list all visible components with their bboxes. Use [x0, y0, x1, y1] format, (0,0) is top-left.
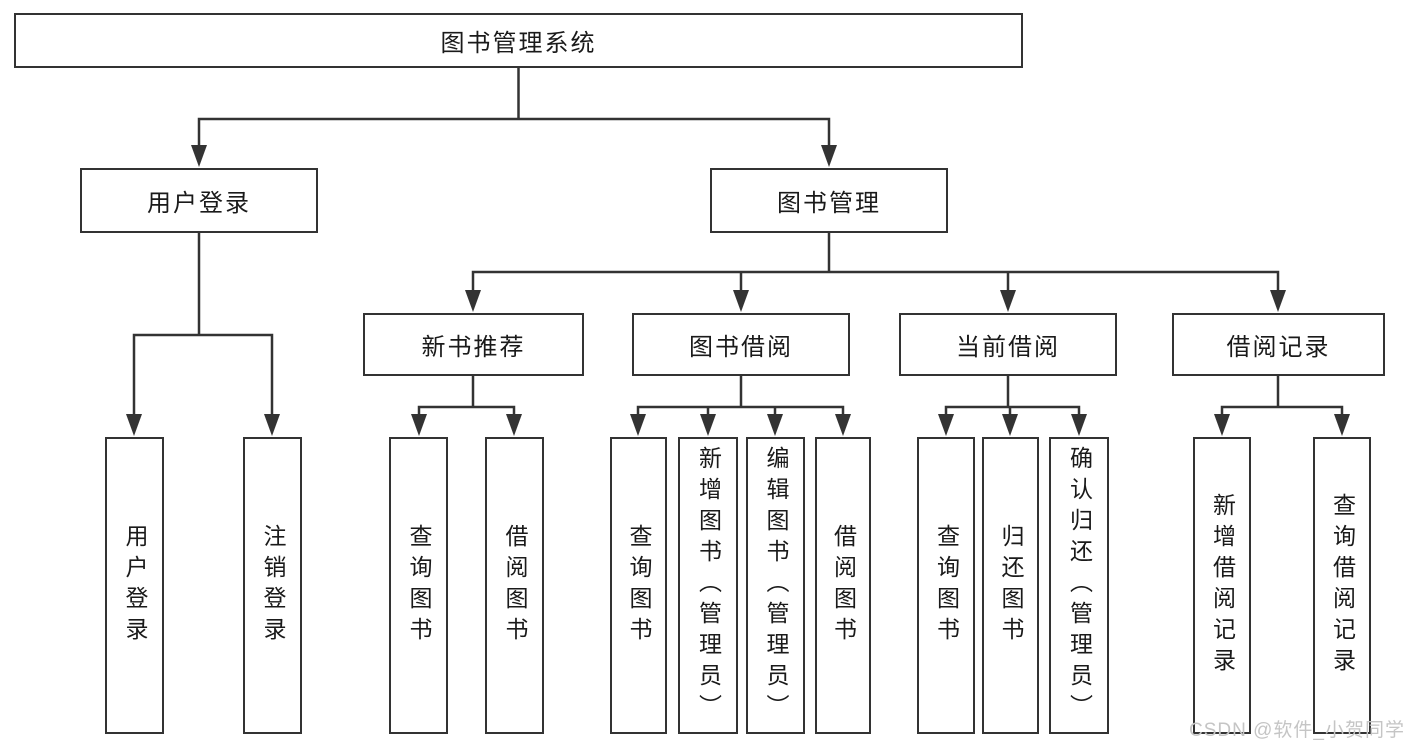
leaf-label: 归还图书 [998, 523, 1024, 648]
leaf-borrow-books: 借阅图书 [815, 437, 871, 734]
leaf-add-borrow-record: 新增借阅记录 [1193, 437, 1251, 734]
leaf-label: 用户登录 [122, 523, 148, 648]
leaf-label: 查询借阅记录 [1329, 492, 1356, 679]
arrowhead [1002, 414, 1018, 436]
arrowhead [821, 145, 837, 167]
leaf-confirm-return-admin: 确认归还（管理员） [1049, 437, 1109, 734]
node-borrow-records: 借阅记录 [1172, 313, 1385, 376]
connector-bookmanagement-to-level2 [471, 231, 1280, 293]
arrowhead [1214, 414, 1230, 436]
leaf-edit-book-admin: 编辑图书（管理员） [746, 437, 805, 734]
leaf-return-book: 归还图书 [982, 437, 1039, 734]
leaf-add-book-admin: 新增图书（管理员） [678, 437, 738, 734]
node-label: 借阅记录 [1226, 334, 1331, 361]
leaf-user-login: 用户登录 [105, 437, 164, 734]
csdn-watermark: CSDN @软件_小贺同学 [1189, 720, 1405, 741]
node-book-borrow: 图书借阅 [632, 313, 850, 376]
arrowhead [1071, 414, 1087, 436]
arrowhead [938, 414, 954, 436]
leaf-query-books-recommend: 查询图书 [389, 437, 448, 734]
arrowhead [126, 414, 142, 436]
connector-newbookrecommend-to-leaves [417, 374, 516, 417]
arrowhead [1334, 414, 1350, 436]
leaf-label: 注销登录 [260, 523, 286, 648]
node-label: 图书借阅 [689, 334, 793, 361]
arrowhead [506, 414, 522, 436]
node-library-management-system: 图书管理系统 [14, 13, 1023, 68]
leaf-label: 确认归还（管理员） [1066, 446, 1093, 725]
leaf-borrow-books-recommend: 借阅图书 [485, 437, 544, 734]
leaf-query-books-borrow: 查询图书 [610, 437, 667, 734]
node-label: 图书管理系统 [440, 30, 597, 57]
leaf-label: 查询图书 [406, 523, 432, 648]
node-user-login: 用户登录 [80, 168, 318, 233]
leaf-label: 编辑图书（管理员） [763, 446, 789, 725]
connector-currentborrow-to-leaves [944, 374, 1081, 417]
connector-bookborrow-to-leaves [636, 374, 845, 417]
arrowhead [835, 414, 851, 436]
leaf-label: 借阅图书 [830, 523, 857, 648]
arrowhead [1000, 290, 1016, 312]
leaf-query-borrow-record: 查询借阅记录 [1313, 437, 1371, 734]
leaf-query-books-current: 查询图书 [917, 437, 975, 734]
arrowhead [767, 414, 783, 436]
connector-root-to-level1 [197, 66, 831, 148]
leaf-label: 查询图书 [626, 523, 652, 648]
leaf-label: 新增图书（管理员） [695, 446, 722, 725]
arrowhead [733, 290, 749, 312]
node-label: 新书推荐 [421, 334, 526, 361]
arrowhead [264, 414, 280, 436]
connector-borrowrecords-to-leaves [1220, 374, 1344, 417]
leaf-label: 借阅图书 [502, 523, 528, 648]
arrowhead [1270, 290, 1286, 312]
arrowhead [191, 145, 207, 167]
arrowhead [700, 414, 716, 436]
leaf-logout: 注销登录 [243, 437, 302, 734]
node-label: 用户登录 [147, 190, 251, 217]
arrowhead [465, 290, 481, 312]
connector-userlogin-to-leaves [132, 231, 274, 417]
node-label: 图书管理 [777, 190, 881, 217]
node-label: 当前借阅 [956, 334, 1060, 361]
arrowhead [411, 414, 427, 436]
node-current-borrow: 当前借阅 [899, 313, 1117, 376]
leaf-label: 查询图书 [933, 523, 960, 648]
leaf-label: 新增借阅记录 [1209, 492, 1236, 679]
node-book-management: 图书管理 [710, 168, 948, 233]
arrowhead [630, 414, 646, 436]
node-new-book-recommend: 新书推荐 [363, 313, 584, 376]
